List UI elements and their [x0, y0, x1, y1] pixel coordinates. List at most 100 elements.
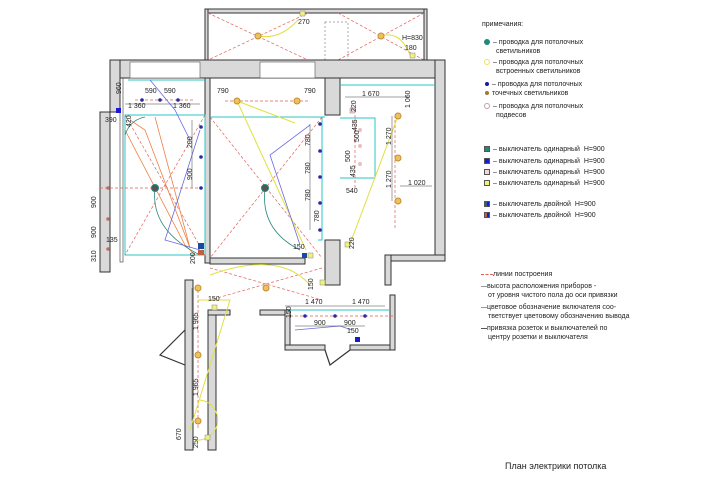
- legend-note-0: линии построения: [481, 270, 552, 279]
- dim-label: 900: [187, 168, 194, 180]
- dim-label: 1 060: [405, 90, 412, 108]
- dim-label: 900: [314, 320, 326, 327]
- legend-note-1: высота расположения приборов -от уровня …: [481, 282, 618, 300]
- dim-label: 435: [352, 119, 359, 131]
- legend-wiring-1: – проводка для потолочных встроенных све…: [484, 58, 583, 76]
- pendant-points: [106, 128, 362, 251]
- dim-label: 1 020: [408, 180, 426, 187]
- legend-height: H=900: [583, 146, 605, 153]
- dim-label: 780: [305, 162, 312, 174]
- legend-text: привязка розеток и выключателей по: [487, 325, 608, 332]
- dim-label: 135: [106, 237, 118, 244]
- legend-wiring-2: – проводка для потолочных точечных свети…: [484, 80, 582, 98]
- dim-label: 780: [314, 210, 321, 222]
- blue-dot-icon: [485, 82, 489, 87]
- switch-icon: [344, 241, 351, 248]
- dim-label: 1 470: [352, 299, 370, 306]
- dim-label: 220: [349, 237, 356, 249]
- switch-icon: [307, 252, 314, 259]
- switch-icon: [349, 107, 356, 114]
- legend-wiring-0: – проводка для потолочных светильников: [484, 38, 583, 56]
- recessed-light-icon: [194, 284, 202, 292]
- dim-label: 900: [91, 196, 98, 208]
- dim-label: 1 270: [386, 170, 393, 188]
- dim-label: 1 360: [173, 103, 191, 110]
- dim-label: 390: [105, 117, 117, 124]
- switch-icon: [198, 250, 204, 255]
- recessed-light-icon: [394, 154, 402, 162]
- legend-text: – выключатель одинарный: [493, 146, 580, 153]
- legend-text: центру розетки и выключателя: [488, 334, 588, 341]
- legend-heading: примечания:: [482, 21, 524, 28]
- legend-text: тветствует цветовому обозначению вывода: [488, 313, 630, 320]
- legend-text: высота расположения приборов -: [487, 283, 597, 290]
- legend-switch-3: – выключатель одинарный H=900: [484, 179, 605, 188]
- dim-label: 200: [187, 136, 194, 148]
- spot-lights: [140, 98, 367, 318]
- dim-label: 500: [354, 130, 361, 142]
- switch-icon: [302, 253, 307, 258]
- recessed-light-icon: [394, 112, 402, 120]
- yellow-ring-icon: [484, 59, 490, 66]
- legend-text: – выключатель одинарный: [493, 169, 580, 176]
- drawing-title: План электрики потолка: [505, 461, 607, 471]
- legend-text: – выключатель двойной: [493, 201, 571, 208]
- dim-label: 1 965: [193, 378, 200, 396]
- switch-icon: [484, 146, 490, 153]
- legend-height: H=900: [574, 212, 596, 219]
- dim-label: 270: [298, 19, 310, 26]
- dim-label: 250: [193, 436, 200, 448]
- recessed-light-icon: [377, 32, 385, 40]
- switch-icon: [484, 169, 490, 176]
- legend-text: встроенных светильников: [496, 68, 581, 75]
- dim-label: 310: [91, 250, 98, 262]
- legend-text: – проводка для потолочных: [493, 59, 584, 66]
- dim-label: 590: [164, 88, 176, 95]
- dim-label: 1 470: [305, 299, 323, 306]
- legend-note-2: цветовое обозначение включателя соо-твет…: [481, 303, 630, 321]
- legend-switch-4: – выключатель двойной H=900: [484, 200, 596, 209]
- switch-icon: [484, 158, 490, 165]
- double-switch-icon: [484, 201, 490, 208]
- switch-icon: [204, 434, 211, 441]
- dimension-labels: 270 H=830 180 960 590 590 1 360 1 360 79…: [91, 19, 426, 448]
- switch-icon: [299, 10, 306, 17]
- ceiling-light-icon: [261, 184, 269, 192]
- legend-height: H=900: [574, 201, 596, 208]
- recessed-light-icon: [194, 351, 202, 359]
- dash-icon: [481, 327, 487, 329]
- double-switch-icon: [484, 212, 490, 219]
- dim-label: 1 270: [386, 127, 393, 145]
- dash-icon: [481, 285, 487, 287]
- legend-text: точечных светильников: [492, 90, 569, 97]
- switch-icon: [211, 304, 218, 311]
- legend-height: H=900: [583, 180, 605, 187]
- legend-text: – проводка для потолочных: [492, 81, 583, 88]
- dim-label: 200: [190, 252, 197, 264]
- legend-text: линии построения: [493, 271, 553, 278]
- legend-text: – выключатель двойной: [493, 212, 571, 219]
- recessed-light-icon: [262, 284, 270, 292]
- legend-text: – выключатель одинарный: [493, 158, 580, 165]
- switch-icon: [484, 180, 490, 187]
- dim-label: 435: [350, 165, 357, 177]
- dim-label: 790: [217, 88, 229, 95]
- switch-icon: [409, 52, 416, 59]
- legend-switch-1: – выключатель одинарный H=900: [484, 157, 605, 166]
- legend-switch-0: – выключатель одинарный H=900: [484, 145, 605, 154]
- dim-label: 540: [346, 188, 358, 195]
- dim-label: 500: [345, 150, 352, 162]
- ceiling-light-icon: [151, 184, 159, 192]
- legend-text: цветовое обозначение включателя соо-: [487, 304, 617, 311]
- dim-label: 900: [91, 226, 98, 238]
- dim-label: 420: [126, 115, 133, 127]
- recessed-light-icon: [293, 97, 301, 105]
- legend-height: H=900: [583, 158, 605, 165]
- recessed-light-icon: [194, 417, 202, 425]
- dim-label: 960: [116, 82, 123, 94]
- legend-switch-5: – выключатель двойной H=900: [484, 211, 596, 220]
- fixtures: [106, 10, 416, 441]
- dim-label: 1 670: [362, 91, 380, 98]
- dim-label: 150: [308, 278, 315, 290]
